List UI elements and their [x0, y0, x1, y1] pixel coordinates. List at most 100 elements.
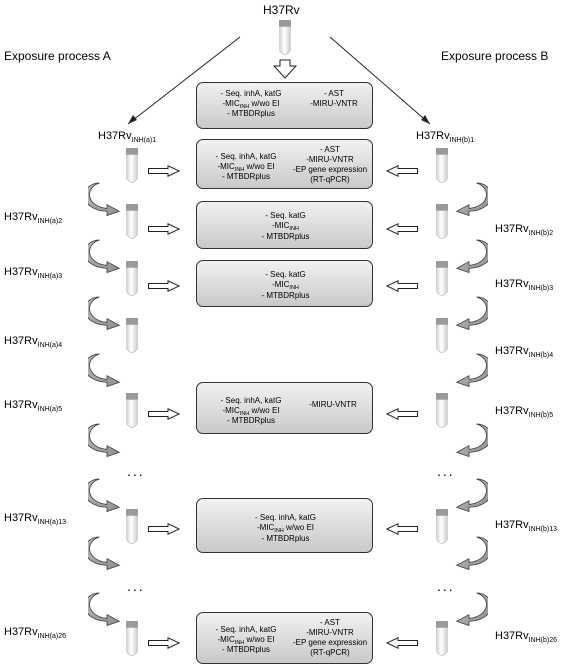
strain-label-b5: H37RvINH(b)5	[495, 405, 554, 419]
box-line: - AST	[319, 618, 340, 627]
tube-b13-icon	[436, 509, 448, 544]
arrow-a1-icon	[148, 165, 180, 177]
curve-arrow-b8-icon	[456, 592, 488, 626]
box-line: - MTBDRplus	[261, 534, 310, 543]
ellipsis-a1: ...	[127, 463, 145, 479]
curve-arrow-b7-icon	[456, 536, 488, 570]
curve-arrow-a8-icon	[88, 592, 120, 626]
analysis-box-3: - Seq. katG -MICINH - MTBDRplus	[196, 260, 373, 307]
box-line: -EP gene expression	[292, 638, 368, 647]
strain-label-a3: H37RvINH(a)3	[4, 266, 63, 280]
box-line: - Seq. inhA, katG	[255, 513, 316, 522]
box-line: -MIRU-VNTR	[306, 628, 354, 637]
box-line: (RT-qPCR)	[310, 648, 350, 657]
box-line: - Seq. inhA, katG	[215, 625, 277, 634]
strain-label-b13: H37RvINH(b)13	[495, 519, 558, 533]
box-line: -EP gene expression	[292, 165, 368, 174]
analysis-box-26: - Seq. inhA, katG -MICINH w/wo EI - MTBD…	[196, 612, 373, 664]
strain-label-a5: H37RvINH(a)5	[4, 399, 63, 413]
tube-b4-icon	[436, 318, 448, 353]
box-line: -MICINH w/wo EI	[217, 162, 275, 173]
box-line: - Seq. katG	[265, 211, 306, 220]
curve-arrow-a3-icon	[88, 296, 120, 330]
tube-b5-icon	[436, 393, 448, 428]
arrow-a13-icon	[148, 523, 180, 535]
curve-arrow-b6-icon	[456, 478, 488, 512]
box-line: - AST	[323, 89, 344, 98]
arrow-b26-icon	[386, 637, 418, 649]
strain-label-a13: H37RvINH(a)13	[4, 512, 67, 526]
box-line: - MTBDRplus	[261, 291, 310, 300]
curve-arrow-b1-icon	[456, 182, 488, 216]
arrow-b2-icon	[386, 223, 418, 235]
curve-arrow-a1-icon	[88, 182, 120, 216]
arrow-a26-icon	[148, 637, 180, 649]
box-line: - Seq. inhA, katG	[220, 396, 282, 405]
process-b-label: Exposure process B	[441, 49, 549, 63]
curve-arrow-b2-icon	[456, 239, 488, 273]
diagram-title: H37Rv	[263, 3, 300, 17]
box-line: - MTBDRplus	[226, 109, 275, 118]
down-arrow-icon	[272, 59, 298, 79]
strain-label-b4: H37RvINH(b)4	[495, 345, 554, 359]
tube-a13-icon	[126, 509, 138, 544]
tube-a3-icon	[126, 261, 138, 296]
box-line: -MIRU-VNTR	[310, 99, 358, 108]
strain-label-a2: H37RvINH(a)2	[4, 211, 63, 225]
analysis-box-1: - Seq. inhA, katG -MICINH w/wo EI - MTBD…	[196, 139, 373, 189]
strain-label-b26: H37RvINH(b)26	[495, 630, 558, 644]
curve-arrow-a4-icon	[88, 353, 120, 387]
box-line: - MTBDRplus	[261, 232, 310, 241]
split-line-a	[127, 36, 241, 125]
arrow-b1-icon	[386, 165, 418, 177]
box-line: - Seq. inhA, katG	[220, 89, 282, 98]
box-line: -MIRU-VNTR	[306, 155, 354, 164]
box-line: - Seq. katG	[265, 270, 306, 279]
tube-b2-icon	[436, 204, 448, 239]
process-a-label: Exposure process A	[4, 49, 111, 63]
arrowhead-a-icon	[128, 115, 137, 124]
box-line: - MTBDRplus	[221, 645, 270, 654]
box-line: -MICINH w/wo EI	[222, 406, 280, 417]
analysis-box-13: - Seq. inhA, katG -MICINH w/wo EI - MTBD…	[196, 498, 373, 553]
box-line: -MICINH w/wo EI	[217, 635, 275, 646]
curve-arrow-a6-icon	[88, 478, 120, 512]
tube-b3-icon	[436, 261, 448, 296]
box-line: -MICINH w/wo EI	[222, 99, 280, 110]
tube-a26-icon	[126, 621, 138, 656]
ellipsis-b1: ...	[437, 463, 455, 479]
curve-arrow-a2-icon	[88, 239, 120, 273]
box-line: -MICINH	[272, 221, 299, 232]
strain-label-a1: H37RvINH(a)1	[98, 130, 157, 144]
strain-label-b1: H37RvINH(b)1	[416, 130, 475, 144]
arrow-b13-icon	[386, 523, 418, 535]
tube-a1-icon	[126, 148, 138, 183]
strain-label-a4: H37RvINH(a)4	[4, 335, 63, 349]
box-line: (RT-qPCR)	[310, 175, 350, 184]
analysis-box-2: - Seq. katG -MICINH - MTBDRplus	[196, 201, 373, 249]
tube-b1-icon	[436, 148, 448, 183]
curve-arrow-b3-icon	[456, 296, 488, 330]
box-line: -MICINH	[272, 280, 299, 291]
arrowhead-b-icon	[421, 115, 430, 124]
strain-label-b3: H37RvINH(b)3	[495, 278, 554, 292]
curve-arrow-b5-icon	[456, 423, 488, 457]
box-line: -MIRU-VNTR	[309, 400, 357, 409]
analysis-box-5: - Seq. inhA, katG -MICINH w/wo EI - MTBD…	[196, 382, 373, 434]
box-line: - MTBDRplus	[226, 416, 275, 425]
box-line: -MICINH w/wo EI	[256, 523, 315, 534]
box-line: - AST	[319, 145, 340, 154]
arrow-b5-icon	[386, 408, 418, 420]
arrow-a2-icon	[148, 223, 180, 235]
arrow-a3-icon	[148, 280, 180, 292]
box-line: - MTBDRplus	[221, 172, 270, 181]
arrow-a5-icon	[148, 408, 180, 420]
analysis-box-parent: - Seq. inhA, katG -MICINH w/wo EI - MTBD…	[196, 82, 373, 129]
split-line-b	[329, 36, 431, 125]
arrow-b3-icon	[386, 280, 418, 292]
curve-arrow-a5-icon	[88, 423, 120, 457]
tube-a5-icon	[126, 393, 138, 428]
ellipsis-a2: ...	[127, 578, 145, 594]
curve-arrow-b4-icon	[456, 353, 488, 387]
